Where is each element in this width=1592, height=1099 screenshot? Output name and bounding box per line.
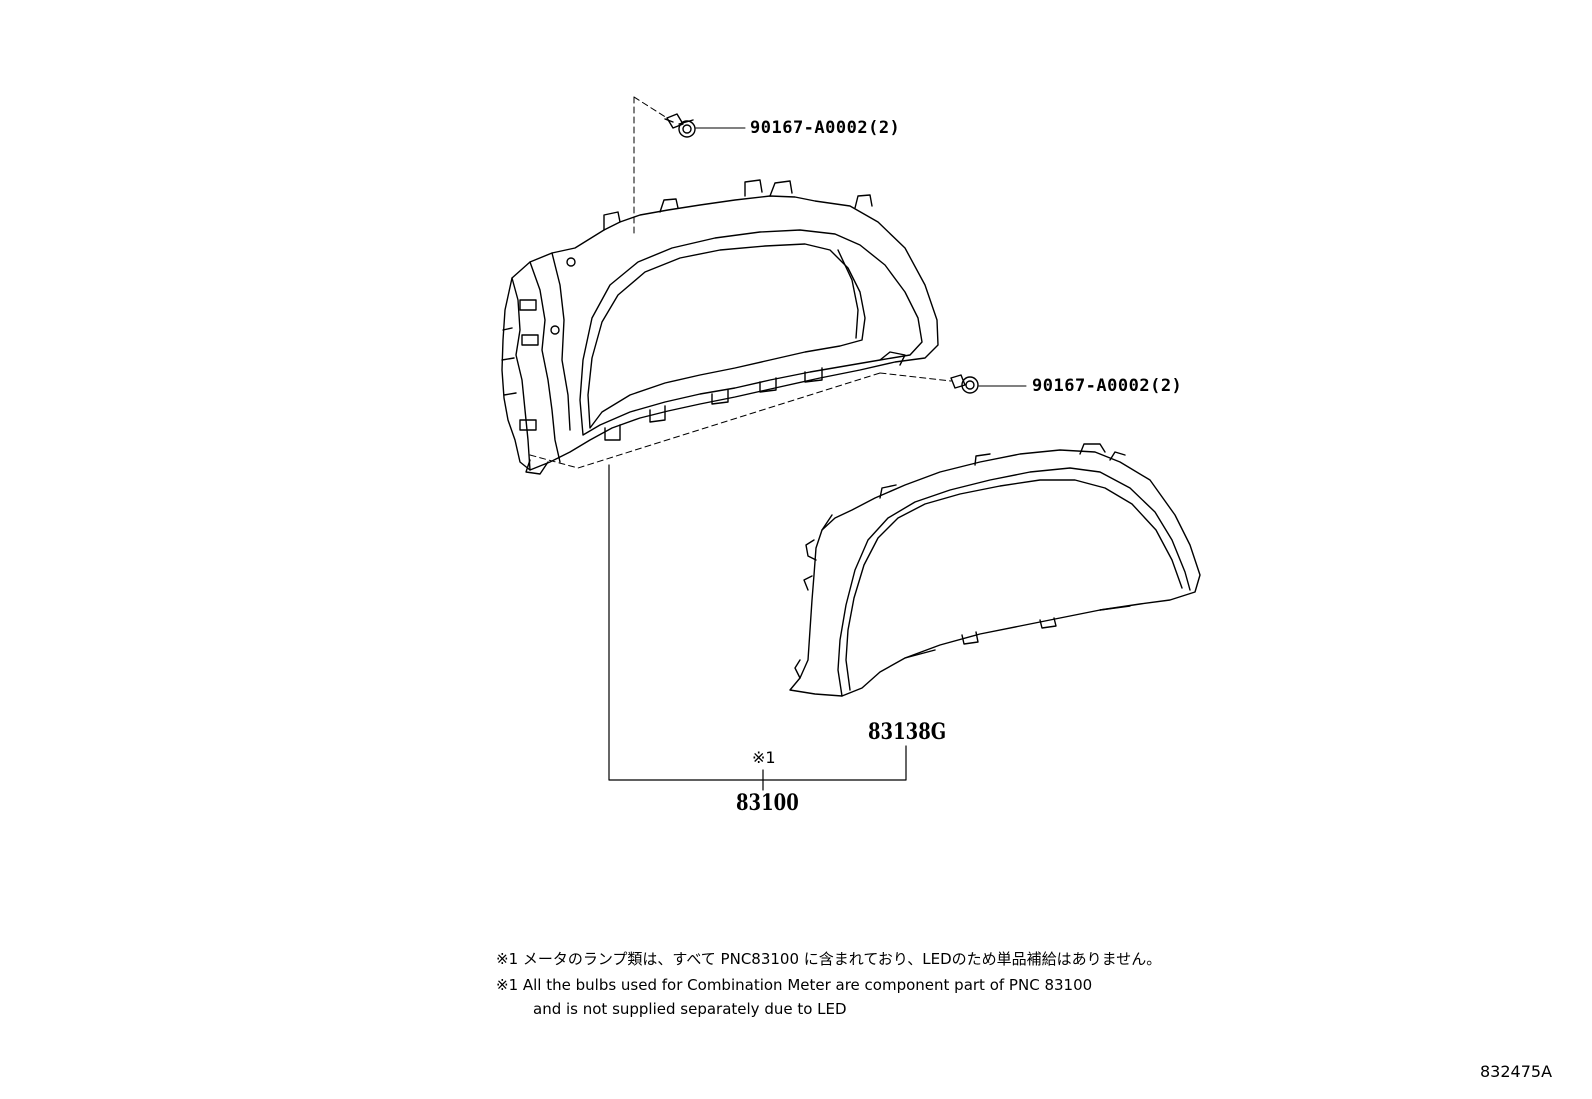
part-number-bolt-right: 90167-A0002(2) bbox=[1032, 376, 1183, 396]
note-english-line1: ※1 All the bulbs used for Combination Me… bbox=[496, 976, 1093, 994]
assembly-leader-lines bbox=[608, 464, 907, 791]
part-number-bolt-top: 90167-A0002(2) bbox=[750, 118, 901, 138]
install-path-lines bbox=[529, 96, 952, 469]
bolt-top-icon bbox=[664, 113, 696, 138]
note-reference-mark: ※1 bbox=[752, 748, 776, 767]
combination-meter-drawing bbox=[501, 179, 939, 475]
bolt-right-icon bbox=[950, 374, 979, 394]
part-number-glass: 83138G bbox=[868, 719, 947, 745]
part-number-meter: 83100 bbox=[736, 790, 799, 816]
note-japanese: ※1 メータのランプ類は、すべて PNC83100 に含まれており、LEDのため… bbox=[496, 950, 1162, 968]
illustration-id: 832475A bbox=[1480, 1062, 1553, 1081]
meter-glass-drawing bbox=[789, 443, 1201, 697]
note-english-line2: and is not supplied separately due to LE… bbox=[533, 1000, 847, 1018]
